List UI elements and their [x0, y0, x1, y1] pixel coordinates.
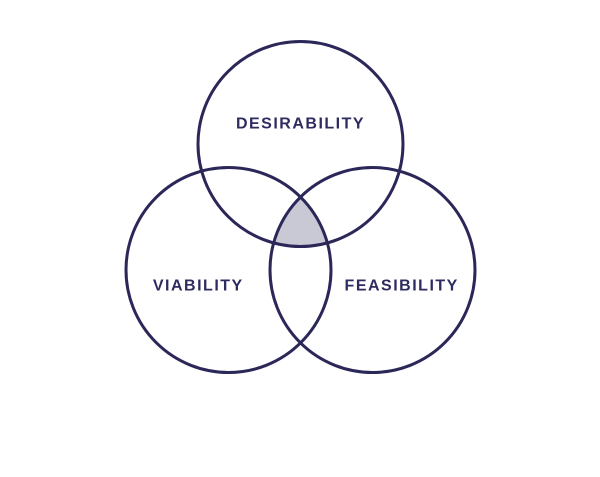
viability-circle: [124, 166, 333, 374]
label-viability: VIABILITY: [153, 278, 244, 295]
center-overlap-region: [273, 197, 328, 247]
label-desirability: DESIRABILITY: [236, 116, 365, 133]
label-feasibility: FEASIBILITY: [345, 278, 459, 295]
feasibility-circle: [268, 166, 477, 374]
desirability-circle: [196, 40, 405, 248]
